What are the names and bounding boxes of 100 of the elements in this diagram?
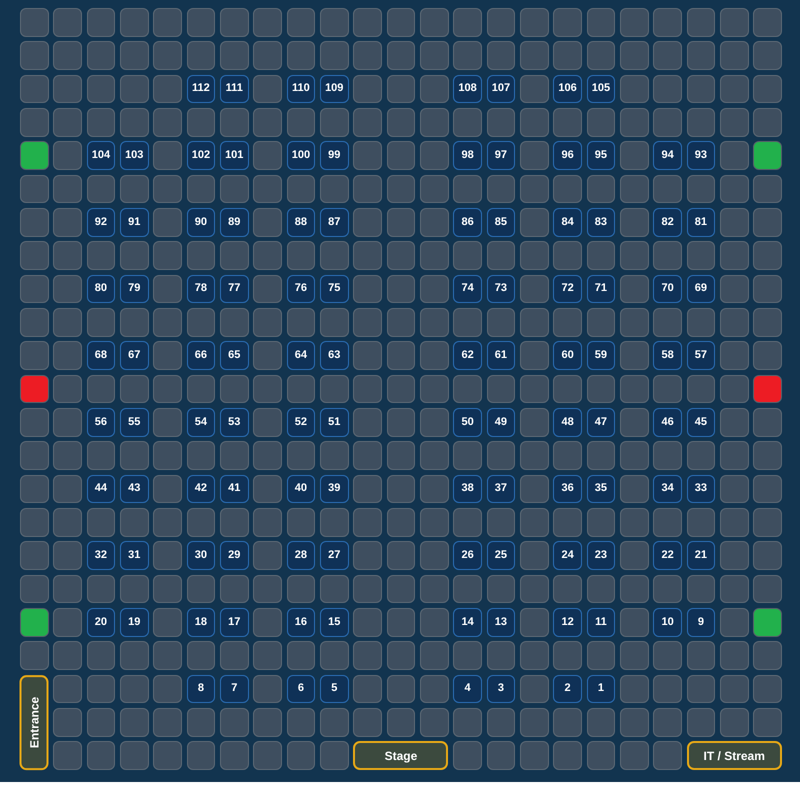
seat-tile: 104 (86, 141, 116, 170)
seat-tile: 11 (586, 608, 616, 636)
seat-tile: 27 (320, 541, 348, 570)
seat-tile: 13 (486, 608, 516, 636)
seat-tile: 48 (553, 408, 582, 436)
seat-tile: 59 (586, 341, 616, 370)
seat-tile: 68 (86, 341, 116, 370)
seat-tile: 42 (186, 474, 216, 504)
zone-tile: Entrance (20, 674, 48, 770)
seat-tile: 75 (320, 274, 348, 304)
seat-tile: 21 (686, 541, 716, 570)
seat-tile: 31 (120, 541, 148, 570)
seat-tile: 76 (286, 274, 316, 304)
seat-tile: 95 (586, 141, 616, 170)
seat-tile: 106 (553, 74, 582, 104)
seat-tile: 93 (686, 141, 716, 170)
seat-tile: 72 (553, 274, 582, 304)
seat-tile: 103 (120, 141, 148, 170)
seat-tile: 49 (486, 408, 516, 436)
seat-tile: 19 (120, 608, 148, 636)
seat-tile: 108 (453, 74, 482, 104)
seat-tile: 83 (586, 208, 616, 236)
seat-tile: 109 (320, 74, 348, 104)
seat-tile: 65 (220, 341, 248, 370)
seat-tile: 84 (553, 208, 582, 236)
seat-tile: 23 (586, 541, 616, 570)
seat-tile: 101 (220, 141, 248, 170)
seat-tile: 4 (453, 674, 482, 704)
seat-tile: 53 (220, 408, 248, 436)
seat-tile: 52 (286, 408, 316, 436)
seat-tile: 69 (686, 274, 716, 304)
zone-tile: Stage (353, 741, 448, 770)
seat-tile: 61 (486, 341, 516, 370)
seat-tile: 92 (86, 208, 116, 236)
seat-tile: 64 (286, 341, 316, 370)
seat-tile: 33 (686, 474, 716, 504)
seat-tile: 55 (120, 408, 148, 436)
seat-tile: 91 (120, 208, 148, 236)
seat-tile: 56 (86, 408, 116, 436)
seat-tile: 88 (286, 208, 316, 236)
seat-tile: 14 (453, 608, 482, 636)
seat-tile: 20 (86, 608, 116, 636)
seat-tile: 2 (553, 674, 582, 704)
seat-tile: 77 (220, 274, 248, 304)
seat-tile: 10 (653, 608, 682, 636)
marker-tile (753, 374, 782, 404)
seat-tile: 98 (453, 141, 482, 170)
seat-tile: 97 (486, 141, 516, 170)
seat-tile: 39 (320, 474, 348, 504)
seat-tile: 62 (453, 341, 482, 370)
seat-tile: 71 (586, 274, 616, 304)
seat-tile: 35 (586, 474, 616, 504)
seat-tile: 29 (220, 541, 248, 570)
seat-tile: 107 (486, 74, 516, 104)
marker-tile (753, 608, 782, 636)
seat-tile: 44 (86, 474, 116, 504)
seat-tile: 70 (653, 274, 682, 304)
seat-tile: 89 (220, 208, 248, 236)
seat-tile: 86 (453, 208, 482, 236)
seat-tile: 110 (286, 74, 316, 104)
seat-tile: 105 (586, 74, 616, 104)
seat-tile: 25 (486, 541, 516, 570)
seat-tile: 22 (653, 541, 682, 570)
seat-tile: 60 (553, 341, 582, 370)
seat-tile: 17 (220, 608, 248, 636)
seat-tile: 8 (186, 674, 216, 704)
seat-tile: 57 (686, 341, 716, 370)
seat-tile: 28 (286, 541, 316, 570)
seat-tile: 32 (86, 541, 116, 570)
seat-tile: 5 (320, 674, 348, 704)
seat-tile: 80 (86, 274, 116, 304)
seat-tile: 24 (553, 541, 582, 570)
seat-tile: 90 (186, 208, 216, 236)
seat-tile: 112 (186, 74, 216, 104)
seat-tile: 111 (220, 74, 248, 104)
seat-tile: 46 (653, 408, 682, 436)
seat-tile: 34 (653, 474, 682, 504)
seat-tile: 50 (453, 408, 482, 436)
seat-tile: 40 (286, 474, 316, 504)
seat-tile: 12 (553, 608, 582, 636)
seat-tile: 51 (320, 408, 348, 436)
seat-tile: 66 (186, 341, 216, 370)
seat-tile: 9 (686, 608, 716, 636)
seat-tile: 18 (186, 608, 216, 636)
seat-tile: 73 (486, 274, 516, 304)
seat-tile: 6 (286, 674, 316, 704)
seat-tile: 85 (486, 208, 516, 236)
seat-tile: 26 (453, 541, 482, 570)
seat-tile: 1 (586, 674, 616, 704)
seat-tile: 74 (453, 274, 482, 304)
marker-tile (753, 141, 782, 170)
seat-tile: 96 (553, 141, 582, 170)
seat-tile: 79 (120, 274, 148, 304)
seat-tile: 15 (320, 608, 348, 636)
seat-tile: 36 (553, 474, 582, 504)
seat-tile: 37 (486, 474, 516, 504)
marker-tile (20, 608, 48, 636)
seat-tile: 41 (220, 474, 248, 504)
seat-tile: 87 (320, 208, 348, 236)
seat-tile: 43 (120, 474, 148, 504)
